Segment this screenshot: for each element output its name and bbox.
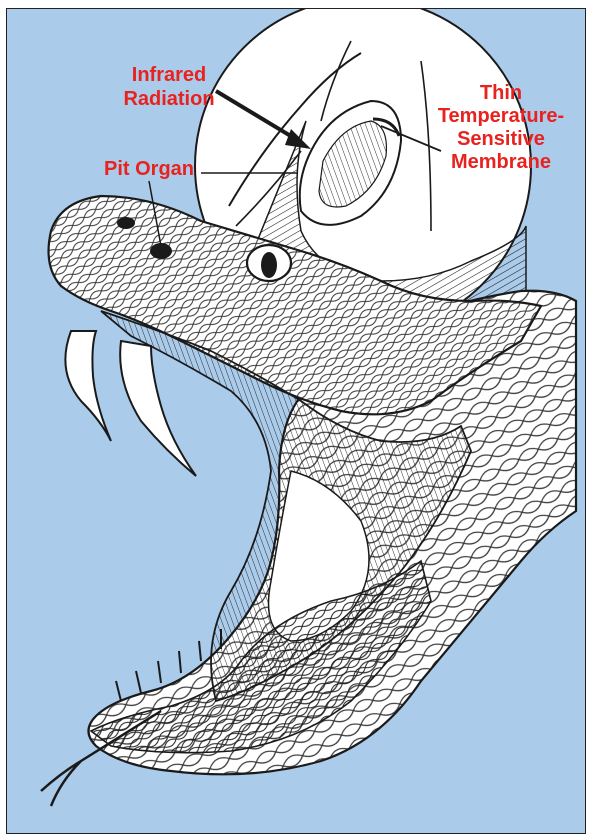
label-pit-organ: Pit Organ <box>104 158 194 180</box>
label-membrane-line1: Thin <box>480 82 522 104</box>
pit-viper-illustration: Infrared Radiation Thin Temperature- Sen… <box>7 9 586 834</box>
label-membrane-line2: Temperature- <box>438 105 564 127</box>
label-membrane-line4: Membrane <box>451 151 551 173</box>
illustration-panel: Infrared Radiation Thin Temperature- Sen… <box>6 8 586 834</box>
label-membrane-line3: Sensitive <box>457 128 545 150</box>
label-infrared-line1: Infrared <box>132 64 206 86</box>
label-infrared-line2: Radiation <box>123 88 214 110</box>
